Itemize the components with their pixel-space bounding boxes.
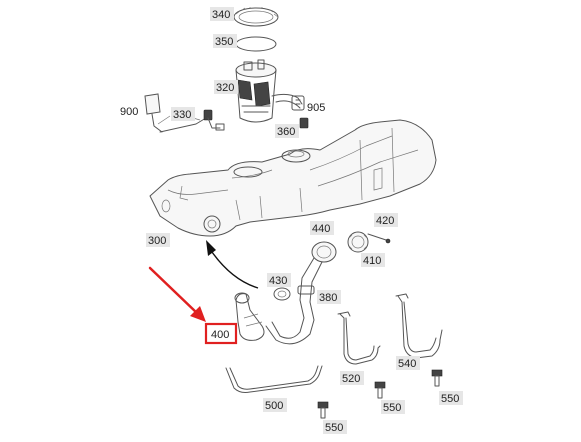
label-320: 320 [214,80,238,94]
tank-strap-520[interactable] [337,311,381,365]
hose-clamp-430[interactable] [273,287,291,301]
svg-text:430: 430 [269,275,287,287]
tank-strap-540[interactable] [395,293,443,359]
svg-text:440: 440 [312,223,330,235]
label-360: 360 [275,124,299,138]
fuel-tank-300[interactable] [149,119,437,237]
label-330: 330 [171,107,195,121]
svg-text:420: 420 [376,215,394,227]
seal-ring-350[interactable] [235,36,277,52]
bolt-550-c[interactable] [431,369,443,387]
label-400-highlighted: 400 [204,322,238,345]
tank-strap-500[interactable] [225,365,323,393]
svg-text:410: 410 [363,255,381,267]
label-420: 420 [374,213,398,227]
clip-360[interactable] [299,117,309,129]
label-550-c: 550 [439,391,463,405]
label-430: 430 [267,273,291,287]
svg-text:540: 540 [398,358,416,370]
bolt-550-b[interactable] [374,381,386,399]
label-350: 350 [213,34,237,48]
fuel-pump-module-320[interactable] [235,59,303,123]
filler-pipe-380[interactable] [265,257,323,345]
bolt-550-a[interactable] [317,401,329,419]
assembly-arrow [206,240,259,289]
lock-ring-340[interactable] [233,7,279,27]
svg-text:330: 330 [173,109,191,121]
sensor-bracket-900[interactable] [144,93,163,133]
svg-text:905: 905 [307,102,325,114]
label-540: 540 [396,356,420,370]
highlight-arrow [148,266,206,322]
svg-text:380: 380 [319,292,337,304]
label-300: 300 [146,233,170,247]
label-440: 440 [310,221,334,235]
svg-text:900: 900 [120,106,138,118]
svg-text:500: 500 [265,400,283,412]
svg-text:400: 400 [211,329,229,341]
label-410: 410 [361,253,385,267]
label-900: 900 [120,106,138,118]
svg-text:520: 520 [342,373,360,385]
filler-cap-410[interactable] [347,231,369,253]
svg-text:550: 550 [383,402,401,414]
label-520: 520 [340,371,364,385]
connector-905[interactable] [291,95,305,111]
svg-text:320: 320 [216,82,234,94]
label-905: 905 [307,102,325,114]
label-550-b: 550 [381,400,405,414]
svg-text:550: 550 [441,393,459,405]
label-500: 500 [263,398,287,412]
svg-text:550: 550 [325,422,343,434]
label-340: 340 [210,7,234,21]
level-sensor-330[interactable] [159,109,225,133]
label-550-a: 550 [323,420,347,434]
vent-valve-420[interactable] [367,233,391,244]
svg-text:350: 350 [215,36,233,48]
svg-text:340: 340 [212,9,230,21]
label-380: 380 [317,290,341,304]
svg-text:360: 360 [277,126,295,138]
filler-hose-400[interactable] [234,292,265,341]
filler-neck-head-440[interactable] [311,241,337,263]
svg-text:300: 300 [148,235,166,247]
